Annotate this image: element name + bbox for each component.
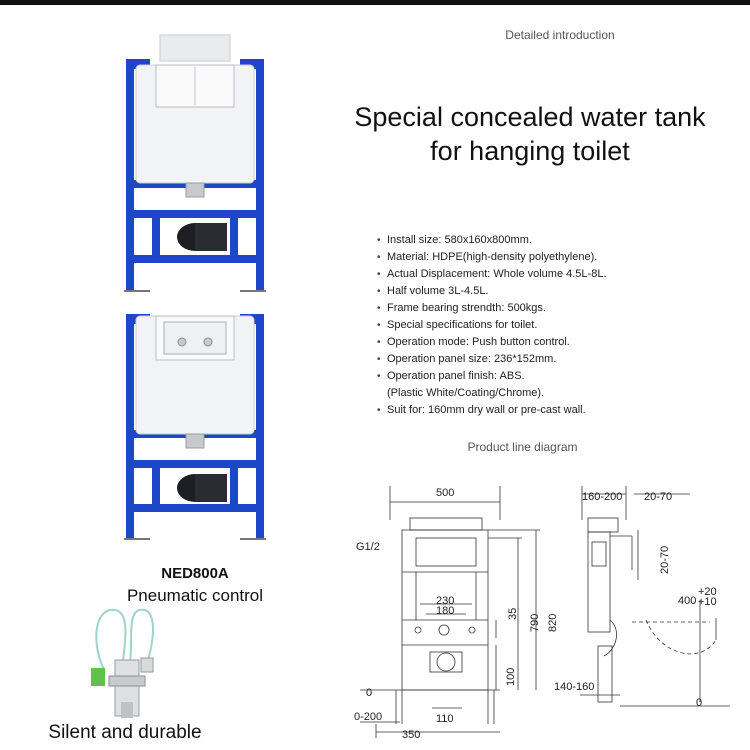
dim-350: 350 <box>402 729 420 741</box>
spec-item: • Operation mode: Push button control. <box>375 334 735 351</box>
spec-text: Actual Displacement: Whole volume 4.5L-8… <box>387 268 607 280</box>
top-border <box>0 0 750 5</box>
spec-item: • Install size: 580x160x800mm. <box>375 232 735 249</box>
pneumatic-valve-photo <box>91 608 154 718</box>
model-number: NED800A <box>161 565 229 582</box>
dim-0-200: 0-200 <box>354 711 382 723</box>
spec-item: • Special specifications for toilet. <box>375 317 735 334</box>
bullet-icon: • <box>377 235 381 246</box>
bullet-icon: • <box>377 269 381 280</box>
spec-list: • Install size: 580x160x800mm. • Material: … <box>375 232 735 419</box>
spec-item: • Suit for: 160mm dry wall or pre-cast wa… <box>375 402 735 419</box>
spec-text: Operation mode: Push button control. <box>387 336 570 348</box>
dim-plus10: +10 <box>698 596 717 608</box>
spec-text: (Plastic White/Coating/Chrome). <box>387 387 545 399</box>
spec-text: Frame bearing strendth: 500kgs. <box>387 302 546 314</box>
dim-400: 400 <box>678 595 696 607</box>
spec-item: • Frame bearing strendth: 500kgs. <box>375 300 735 317</box>
product-photo-frame-2 <box>124 314 266 540</box>
bullet-icon: • <box>377 354 381 365</box>
dim-820: 820 <box>547 614 559 632</box>
spec-text: Half volume 3L-4.5L. <box>387 285 489 297</box>
bullet-icon: • <box>377 371 381 382</box>
spec-text: Operation panel finish: ABS. <box>387 370 525 382</box>
dim-20-70-top: 20-70 <box>644 491 672 503</box>
title-line-1: Special concealed water tank <box>354 102 706 132</box>
spec-text: Material: HDPE(high-density polyethylene… <box>387 251 598 263</box>
bullet-icon: • <box>377 337 381 348</box>
dim-width: 500 <box>436 487 454 499</box>
control-type: Pneumatic control <box>126 586 264 605</box>
diagram-caption: Product line diagram <box>467 440 578 454</box>
dim-110: 110 <box>436 713 454 725</box>
spec-text: Suit for: 160mm dry wall or pre-cast wal… <box>387 404 586 416</box>
product-photo-frame-1 <box>124 34 266 292</box>
dim-230: 230 <box>436 595 454 607</box>
dim-790: 790 <box>529 614 541 632</box>
dim-20-70-side: 20-70 <box>659 546 671 574</box>
dim-zero: 0 <box>366 687 372 699</box>
dim-side-zero: 0 <box>696 697 702 709</box>
title-line-2: for hanging toilet <box>430 136 630 166</box>
spec-item: (Plastic White/Coating/Chrome). <box>375 385 735 402</box>
bullet-icon: • <box>377 286 381 297</box>
bullet-icon: • <box>377 303 381 314</box>
dim-35: 35 <box>507 608 519 620</box>
bullet-icon: • <box>377 405 381 416</box>
spec-text: Install size: 580x160x800mm. <box>387 234 532 246</box>
side-view-drawing: 160-200 20-70 20-70 400 +20 +10 140-160 … <box>554 486 730 709</box>
spec-item: • Half volume 3L-4.5L. <box>375 283 735 300</box>
dim-160-200: 160-200 <box>582 491 622 503</box>
spec-item: • Operation panel finish: ABS. <box>375 368 735 385</box>
page-title: Special concealed water tank for hanging… <box>330 100 730 168</box>
dim-180: 180 <box>436 605 454 617</box>
dim-140-160: 140-160 <box>554 681 594 693</box>
valve-caption: Silent and durable <box>48 722 202 743</box>
spec-text: Operation panel size: 236*152mm. <box>387 353 557 365</box>
bullet-icon: • <box>377 252 381 263</box>
dim-inlet: G1/2 <box>356 541 380 553</box>
spec-text: Special specifications for toilet. <box>387 319 538 331</box>
spec-item: • Operation panel size: 236*152mm. <box>375 351 735 368</box>
spec-item: • Actual Displacement: Whole volume 4.5L-… <box>375 266 735 283</box>
bullet-icon: • <box>377 320 381 331</box>
dim-plus20: +20 <box>698 586 717 598</box>
spec-item: • Material: HDPE(high-density polyethylen… <box>375 249 735 266</box>
front-view-drawing: 500 G1/2 230 180 35 790 820 100 0 0-200 … <box>354 486 559 741</box>
section-eyebrow: Detailed introduction <box>505 28 615 42</box>
dim-100: 100 <box>505 668 517 686</box>
